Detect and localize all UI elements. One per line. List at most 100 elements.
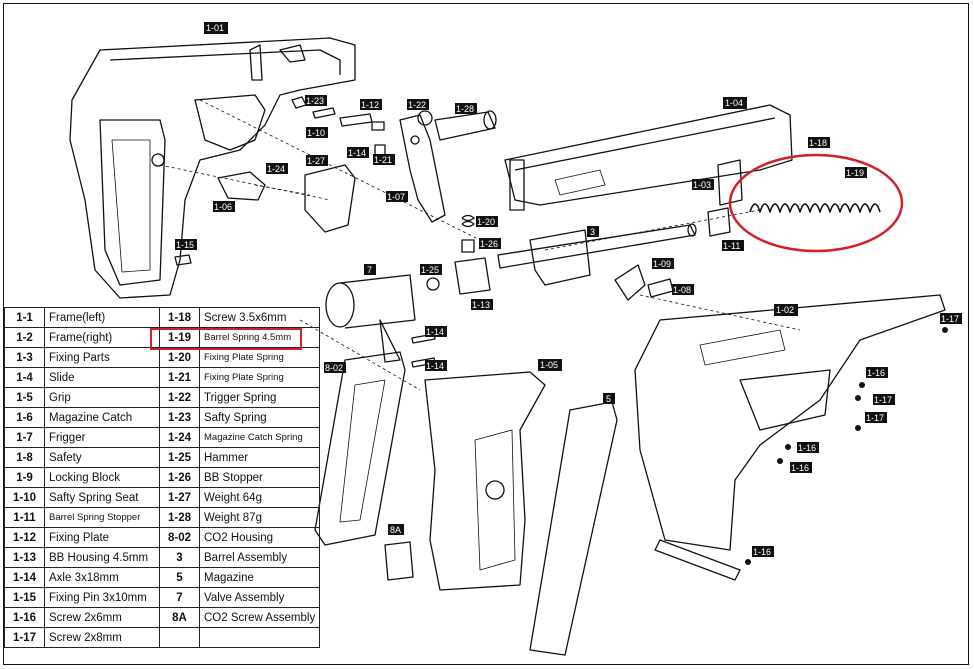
part-name: Frigger bbox=[44, 427, 160, 448]
svg-text:1-02: 1-02 bbox=[776, 305, 794, 315]
svg-text:1-08: 1-08 bbox=[673, 285, 691, 295]
part-code: 1-11 bbox=[4, 507, 45, 528]
part-code: 1-26 bbox=[159, 467, 200, 488]
part-name: Fixing Pin 3x10mm bbox=[44, 587, 160, 608]
svg-text:1-16: 1-16 bbox=[798, 443, 816, 453]
part-name: Axle 3x18mm bbox=[44, 567, 160, 588]
svg-text:7: 7 bbox=[367, 265, 372, 275]
part-code: 1-23 bbox=[159, 407, 200, 428]
part-weight-64g bbox=[304, 164, 356, 233]
svg-text:1-23: 1-23 bbox=[306, 96, 324, 106]
part-fixing-plate-spring bbox=[461, 214, 475, 228]
part-name: BB Stopper bbox=[198, 467, 321, 488]
svg-text:1-17: 1-17 bbox=[941, 314, 959, 324]
part-co2-screw-assembly bbox=[384, 541, 414, 581]
callout-1-19: 1-19 bbox=[845, 167, 867, 178]
callout-1-28: 1-28 bbox=[455, 103, 477, 114]
part-code: 1-28 bbox=[159, 507, 200, 528]
svg-text:8A: 8A bbox=[390, 525, 401, 535]
part-code: 1-15 bbox=[4, 587, 45, 608]
part-name: BB Housing 4.5mm bbox=[44, 547, 160, 568]
part-name: Fixing Plate Spring bbox=[198, 367, 321, 388]
part-barrel-assembly bbox=[497, 223, 697, 286]
part-code bbox=[159, 627, 200, 648]
part-name: Barrel Assembly bbox=[198, 547, 321, 568]
part-name: Screw 2x6mm bbox=[44, 607, 160, 628]
part-name: Frame(left) bbox=[44, 307, 160, 328]
callout-1-02: 1-02 bbox=[774, 304, 798, 316]
part-name: Weight 87g bbox=[198, 507, 321, 528]
callout-1-18: 1-18 bbox=[808, 137, 830, 148]
svg-text:1-24: 1-24 bbox=[267, 164, 285, 174]
part-name: Magazine Catch bbox=[44, 407, 160, 428]
part-name: Barrel Spring Stopper bbox=[44, 507, 160, 528]
part-code: 1-5 bbox=[4, 387, 45, 408]
svg-text:1-16: 1-16 bbox=[753, 547, 771, 557]
part-code: 1-12 bbox=[4, 527, 45, 548]
svg-text:1-05: 1-05 bbox=[540, 360, 558, 370]
svg-text:1-28: 1-28 bbox=[456, 104, 474, 114]
svg-text:8-02: 8-02 bbox=[325, 363, 343, 373]
part-name: Trigger Spring bbox=[198, 387, 321, 408]
callout-1-14: 1-14 bbox=[347, 147, 369, 158]
part-code: 3 bbox=[159, 547, 200, 568]
part-code: 1-22 bbox=[159, 387, 200, 408]
callout-1-21: 1-21 bbox=[373, 154, 395, 165]
part-magazine-catch bbox=[217, 171, 266, 201]
svg-text:1-14: 1-14 bbox=[426, 361, 444, 371]
callout-1-07: 1-07 bbox=[386, 191, 408, 202]
svg-text:1-26: 1-26 bbox=[480, 239, 498, 249]
part-fixing-pin bbox=[174, 254, 192, 266]
part-code: 1-20 bbox=[159, 347, 200, 368]
highlight-box-barrel-spring bbox=[150, 328, 302, 350]
callout-1-15: 1-15 bbox=[175, 239, 197, 250]
part-magazine bbox=[529, 401, 618, 656]
callout-1-01: 1-01 bbox=[204, 22, 228, 34]
part-name: Weight 64g bbox=[198, 487, 321, 508]
callout-1-11: 1-11 bbox=[722, 240, 744, 251]
svg-text:1-15: 1-15 bbox=[176, 240, 194, 250]
part-name: Locking Block bbox=[44, 467, 160, 488]
callout-1-16: 1-16 bbox=[866, 367, 888, 378]
part-code: 1-2 bbox=[4, 327, 45, 348]
part-grip bbox=[424, 371, 546, 591]
part-name: Frame(right) bbox=[44, 327, 160, 348]
callout-7: 7 bbox=[364, 264, 376, 275]
callout-5: 5 bbox=[603, 393, 615, 404]
callout-1-25: 1-25 bbox=[420, 264, 442, 275]
part-name: Fixing Parts bbox=[44, 347, 160, 368]
callout-1-09: 1-09 bbox=[652, 258, 674, 269]
callout-1-17-b: 1-17 bbox=[873, 394, 895, 405]
callout-1-10: 1-10 bbox=[306, 127, 328, 138]
callout-1-13: 1-13 bbox=[471, 299, 493, 310]
callout-1-23: 1-23 bbox=[305, 95, 327, 106]
part-bb-housing bbox=[454, 257, 491, 295]
part-name bbox=[198, 627, 321, 648]
part-code: 1-24 bbox=[159, 427, 200, 448]
part-trigger bbox=[399, 114, 446, 223]
part-frame-left bbox=[69, 37, 356, 299]
svg-text:1-06: 1-06 bbox=[214, 202, 232, 212]
part-code: 1-8 bbox=[4, 447, 45, 468]
callout-1-22: 1-22 bbox=[407, 99, 429, 110]
callout-1-04: 1-04 bbox=[723, 97, 747, 109]
callout-1-24: 1-24 bbox=[266, 163, 288, 174]
svg-text:1-25: 1-25 bbox=[421, 265, 439, 275]
svg-text:5: 5 bbox=[606, 394, 611, 404]
callout-1-17-c: 1-17 bbox=[865, 412, 887, 423]
callout-8-02: 8-02 bbox=[324, 362, 346, 373]
callout-1-14-c: 1-14 bbox=[425, 360, 447, 371]
svg-text:1-13: 1-13 bbox=[472, 300, 490, 310]
part-code: 1-3 bbox=[4, 347, 45, 368]
callout-1-12: 1-12 bbox=[360, 99, 382, 110]
